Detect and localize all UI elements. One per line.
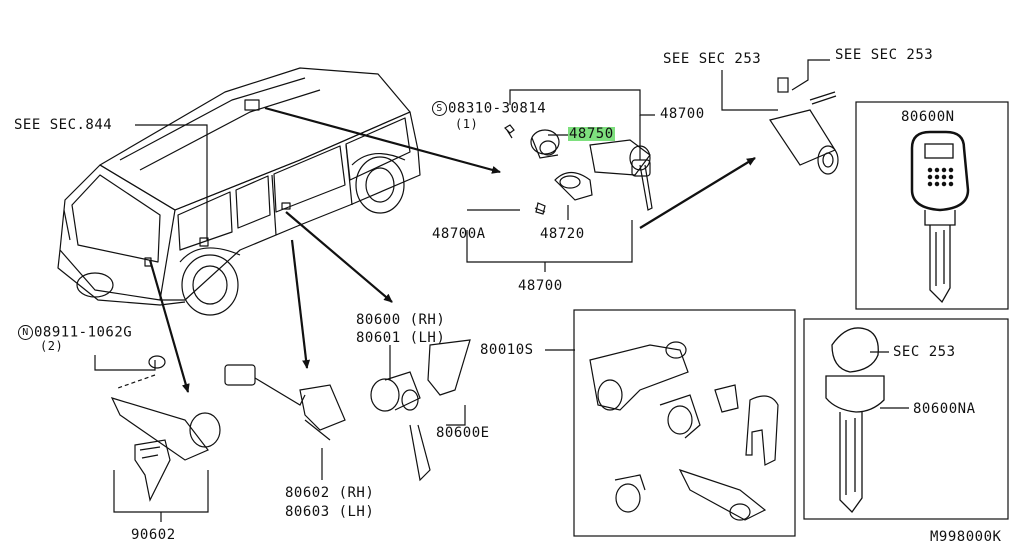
label-part-48720: 48720 — [540, 226, 585, 242]
key-fob-illustration — [910, 130, 970, 304]
label-part-80601-lh: 80601 (LH) — [356, 330, 446, 346]
label-part-80603-lh: 80603 (LH) — [285, 504, 375, 520]
part-08310-number: 08310-30814 — [448, 100, 547, 117]
arrow-to-sec-253 — [639, 157, 756, 229]
label-part-48750: 48750 — [568, 126, 615, 142]
label-part-80600na: 80600NA — [913, 401, 976, 417]
bracket-48700-bottom — [466, 220, 633, 263]
label-part-80602-rh: 80602 (RH) — [285, 485, 375, 501]
label-diagram-code: M998000K — [930, 529, 1002, 545]
label-part-80600e: 80600E — [436, 425, 490, 441]
arrow-to-80602 — [290, 239, 311, 369]
label-part-80600n: 80600N — [901, 109, 955, 125]
part-08310-prefix: S — [432, 101, 447, 116]
door-cylinder-illustration — [370, 339, 471, 482]
part-08911-number: 08911-1062G — [34, 324, 133, 341]
label-part-80600-rh: 80600 (RH) — [356, 312, 446, 328]
bracket-48700-top — [509, 89, 655, 116]
label-part-90602: 90602 — [131, 527, 176, 543]
label-see-sec-844: SEE SEC.844 — [14, 117, 113, 133]
arrow-roof-to-cylinder — [264, 106, 501, 174]
part-08911-prefix: N — [18, 325, 33, 340]
label-part-08911-qty: (2) — [40, 339, 64, 353]
key-blank-illustration — [825, 327, 885, 514]
label-part-48700-top: 48700 — [660, 106, 705, 122]
label-part-08310-qty: (1) — [455, 117, 479, 131]
door-switch-illustration — [224, 364, 346, 441]
arrow-to-90602 — [148, 259, 190, 393]
switch-parts — [769, 77, 839, 175]
arrow-door-to-lock — [285, 211, 393, 303]
label-see-sec-253-a: SEE SEC 253 — [663, 51, 762, 67]
kit-parts-illustration — [589, 341, 779, 521]
key-fob-box — [855, 101, 1009, 310]
rear-lock-illustration — [110, 355, 221, 502]
label-part-sec-253: SEC 253 — [893, 344, 956, 360]
kit-80010s-box — [573, 309, 796, 537]
see-sec-844-leader — [135, 124, 208, 240]
label-part-48700-bottom: 48700 — [518, 278, 563, 294]
vehicle-illustration — [57, 67, 421, 316]
label-see-sec-253-b: SEE SEC 253 — [835, 47, 934, 63]
cylinder-assembly — [504, 124, 653, 215]
label-part-48700a: 48700A — [432, 226, 486, 242]
key-blank-box — [803, 318, 1009, 520]
label-part-80010s: 80010S — [480, 342, 534, 358]
